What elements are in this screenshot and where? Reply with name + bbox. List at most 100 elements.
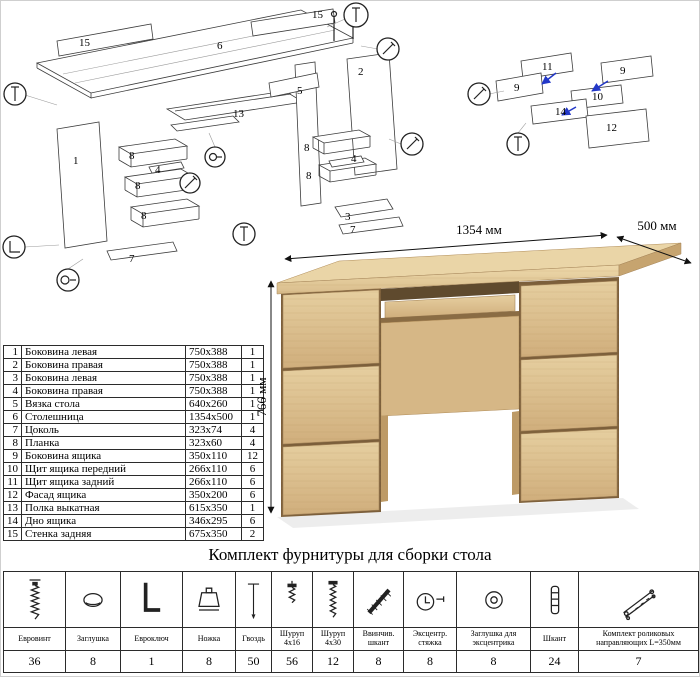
hardware-kit-title: Комплект фурнитуры для сборки стола: [208, 545, 492, 564]
part-label: 1: [73, 155, 79, 167]
part-number: 15: [3, 527, 22, 541]
hardware-item-qty: 56: [286, 654, 298, 668]
part-qty: 6: [241, 475, 264, 489]
part-label: 7: [129, 253, 135, 265]
hardware-item: Шуруп 4x16 56: [272, 572, 313, 672]
hardware-item-name: Заглушка для эксцентрика: [457, 628, 530, 651]
desk-render: 1354 мм 500 мм 766 мм: [257, 219, 692, 528]
parts-table-row: 6 Столешница 1354x500 1: [3, 410, 264, 424]
hardware-item-qty: 50: [247, 654, 260, 668]
hardware-item-qty: 7: [635, 654, 642, 668]
hardware-item: Заглушка для эксцентрика 8: [457, 572, 531, 672]
part-label: 6: [217, 40, 223, 52]
part-number: 1: [3, 345, 22, 359]
parts-table-row: 8 Планка 323x60 4: [3, 436, 264, 450]
part-qty: 1: [241, 501, 264, 515]
hardware-item: Заглушка 8: [66, 572, 121, 672]
part-size: 675x350: [185, 527, 242, 541]
nail-icon: [236, 576, 271, 624]
part-name: Вязка стола: [21, 397, 186, 411]
part-size: 266x110: [185, 462, 242, 476]
part-label: 9: [620, 65, 626, 77]
part-number: 11: [3, 475, 22, 489]
drawer-slides-icon: [619, 576, 659, 624]
hardware-item-name: Шуруп 4x16: [272, 628, 312, 651]
tray-shadow: [381, 311, 519, 324]
parts-table-row: 1 Боковина левая 750x388 1: [3, 345, 264, 359]
hardware-item-name: Шкант: [531, 628, 578, 651]
screw-long-icon: [313, 576, 353, 624]
hardware-item-icon-cell: [66, 572, 120, 628]
hardware-item-name: Ножка: [183, 628, 235, 651]
hardware-item-name: Заглушка: [66, 628, 120, 651]
cam-cap-icon: [474, 576, 514, 624]
width-dimension-line: [284, 231, 608, 263]
hardware-callouts: [467, 82, 530, 156]
inner-side-right: [512, 411, 519, 495]
part-label: 4: [351, 153, 357, 165]
part-size: 323x60: [185, 436, 242, 450]
wood-grain: [277, 265, 619, 294]
back-panels-wireframe: [56, 8, 336, 57]
part-number: 6: [3, 410, 22, 424]
hardware-item: Евроключ 1: [121, 572, 183, 672]
part-label: 5: [297, 85, 303, 97]
part-size: 266x110: [185, 475, 242, 489]
part-size: 750x388: [185, 345, 242, 359]
hardware-item-name: Комплект роликовых направляющих L=350мм: [579, 628, 698, 651]
assembly-arrows: [541, 72, 609, 116]
hardware-table: Евровинт 36 Заглушка 8 Е: [3, 571, 699, 673]
hardware-item-icon-cell: [579, 572, 698, 628]
wood-grain: [281, 286, 381, 517]
dimension-annotations: 1354 мм 500 мм 766 мм: [257, 219, 692, 514]
hardware-item-icon-cell: [4, 572, 65, 628]
part-name: Боковина правая: [21, 358, 186, 372]
hardware-item-icon-cell: [121, 572, 182, 628]
hardware-item-icon-cell: [531, 572, 578, 628]
hardware-item-qty: 36: [28, 654, 41, 668]
part-number: 5: [3, 397, 22, 411]
hardware-item-icon-cell: [313, 572, 353, 628]
hardware-item-name: Евровинт: [4, 628, 65, 651]
part-name: Фасад ящика: [21, 488, 186, 502]
hardware-callouts: [2, 2, 424, 292]
parts-table-row: 11 Щит ящика задний 266x110 6: [3, 475, 264, 489]
part-number-labels: 15 6 15 1 8 4 8 8 7 13 5 2 8 4 8 3 7: [73, 9, 364, 265]
part-name: Боковина правая: [21, 384, 186, 398]
parts-table-row: 2 Боковина правая 750x388 1: [3, 358, 264, 372]
part-label: 10: [592, 91, 604, 103]
hardware-item: Шуруп 4x30 12: [313, 572, 354, 672]
part-label: 11: [542, 61, 553, 73]
hardware-item: Гвоздь 50: [236, 572, 272, 672]
hardware-item: Эксцентр. стяжка 8: [404, 572, 457, 672]
part-size: 750x388: [185, 384, 242, 398]
part-number: 7: [3, 423, 22, 437]
hardware-item-icon-cell: [183, 572, 235, 628]
part-name: Цоколь: [21, 423, 186, 437]
wood-grain: [519, 277, 619, 503]
foot-icon: [189, 576, 229, 624]
desk-exploded-diagram: 15 6 15 1 8 4 8 8 7 13 5 2 8 4 8 3 7: [2, 2, 424, 292]
keyboard-tray: [384, 294, 516, 319]
hardware-item-icon-cell: [236, 572, 271, 628]
hardware-item: Комплект роликовых направляющих L=350мм …: [579, 572, 698, 672]
parts-table-row: 10 Щит ящика передний 266x110 6: [3, 462, 264, 476]
hardware-item-qty: 12: [327, 654, 339, 668]
parts-table-row: 14 Дно ящика 346x295 6: [3, 514, 264, 528]
hardware-item-icon-cell: [272, 572, 312, 628]
desk-body: [276, 242, 682, 528]
part-name: Щит ящика задний: [21, 475, 186, 489]
hex-key-icon: [132, 576, 172, 624]
hardware-item: Шкант 24: [531, 572, 579, 672]
part-label: 15: [79, 37, 91, 49]
part-label: 2: [358, 66, 364, 78]
hardware-item: Евровинт 36: [4, 572, 66, 672]
part-qty: 1: [241, 358, 264, 372]
part-size: 615x350: [185, 501, 242, 515]
part-label: 7: [350, 224, 356, 236]
part-qty: 4: [241, 423, 264, 437]
part-name: Боковина ящика: [21, 449, 186, 463]
depth-dimension-line: [616, 235, 692, 265]
part-number: 8: [3, 436, 22, 450]
part-label: 8: [135, 180, 141, 192]
